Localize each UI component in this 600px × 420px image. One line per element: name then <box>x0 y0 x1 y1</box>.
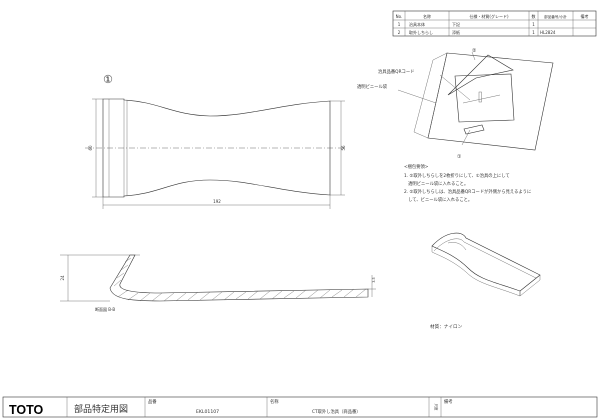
callout-2-label: ② <box>472 48 477 54</box>
dim-length: 192 <box>213 199 221 204</box>
packaging-notes: <梱包要領> 1. ②取外しちらしを2枚折りにして、①治具の上にして 透明ビニー… <box>404 163 531 203</box>
svg-text:1: 1 <box>532 22 535 27</box>
part-name-value: CT取外し治具（商品番） <box>312 408 361 415</box>
view-number-label: ① <box>103 73 113 86</box>
table-header-remarks: 備考 <box>581 13 589 19</box>
callout-1-label: ① <box>457 154 462 160</box>
scale-label: 尺度 <box>434 404 439 411</box>
drawing-type: 部品特定用図 <box>74 403 128 415</box>
table-row: 1 治具本体 下記 1 <box>398 21 536 27</box>
note-line: 2. ②取外しちらしは、治具品番QRコードが外側から見えるように <box>404 188 531 195</box>
jig-top-view <box>85 98 345 198</box>
svg-text:下記: 下記 <box>452 21 460 27</box>
svg-text:HL2824: HL2824 <box>540 30 556 35</box>
svg-text:1: 1 <box>532 30 535 35</box>
dim-right-diameter: 56 <box>341 145 346 151</box>
jig-isometric-view <box>431 232 541 297</box>
table-row: 2 取外しちらし 添紙 1 HL2824 <box>398 29 556 35</box>
parts-table: No. 名称 仕様・材質(グレード) 数 部品番号/小計 備考 1 治具本体 下… <box>392 10 597 37</box>
material-label: 材質：ナイロン <box>430 323 463 330</box>
svg-text:取外しちらし: 取外しちらし <box>409 29 433 35</box>
part-number-label: 品番 <box>148 398 157 405</box>
dim-side-thickness: 3.5 <box>372 277 376 283</box>
svg-text:1: 1 <box>398 22 401 27</box>
table-header-part-number: 部品番号/小計 <box>544 14 567 19</box>
qr-code-label: 治具品番QRコード <box>378 68 414 75</box>
dim-side-height: 24 <box>60 275 65 281</box>
jig-side-view: 24 3.5 <box>60 254 376 302</box>
svg-text:治具本体: 治具本体 <box>409 21 425 27</box>
table-header-qty: 数 <box>532 13 536 19</box>
svg-text:添紙: 添紙 <box>452 29 460 35</box>
table-header-name: 名称 <box>423 13 431 19</box>
note-line: 1. ②取外しちらしを2枚折りにして、①治具の上にして <box>404 172 510 179</box>
packaging-sketch <box>397 51 554 151</box>
note-line: 透明ビニール袋に入れること。 <box>404 180 468 187</box>
table-header-spec: 仕様・材質(グレード) <box>469 13 509 19</box>
remarks-label: 備考 <box>444 398 453 405</box>
table-header-no: No. <box>396 14 403 19</box>
notes-title: <梱包要領> <box>404 163 429 170</box>
part-number-value: EKL01107 <box>196 409 219 415</box>
dim-left-diameter: 60 <box>88 145 93 151</box>
brand-logo: TOTO <box>9 403 44 417</box>
vinyl-bag-label: 透明ビニール袋 <box>357 83 388 90</box>
section-label: 断面図 B-B <box>95 306 115 312</box>
dimension-lines: 60 56 192 <box>88 98 346 209</box>
note-line: して、ビニール袋に入れること。 <box>404 196 472 203</box>
part-name-label: 名称 <box>270 398 279 405</box>
title-block <box>2 396 598 418</box>
svg-text:2: 2 <box>398 30 401 35</box>
